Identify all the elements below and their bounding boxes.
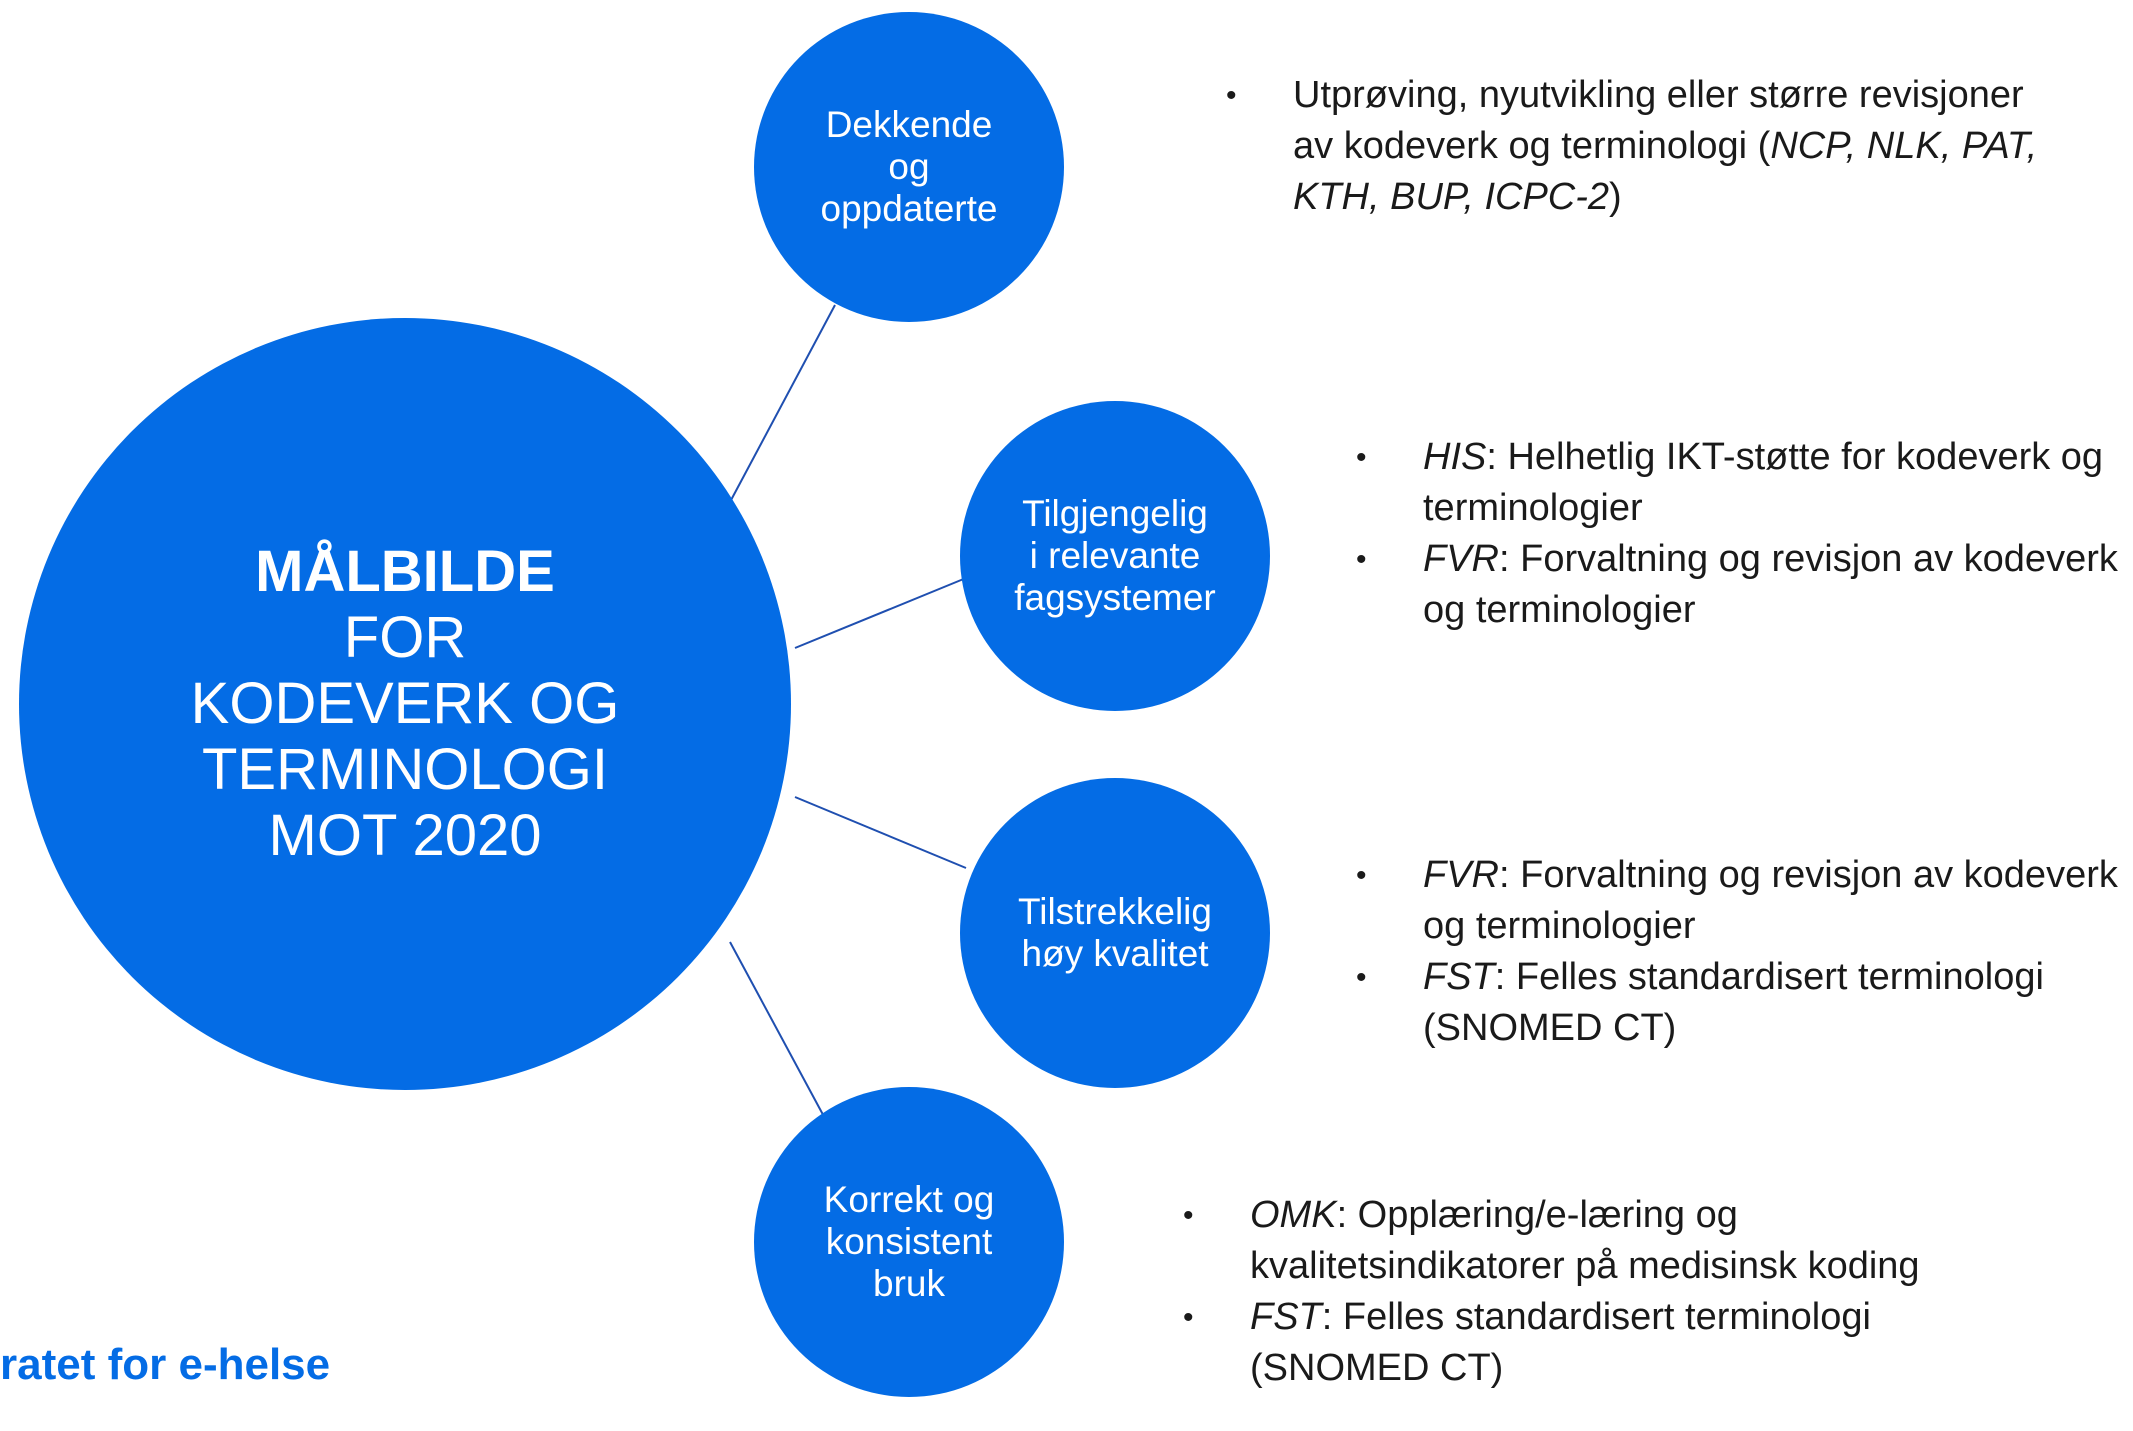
connector-line-2 xyxy=(794,577,967,649)
goal-line: Tilgjengelig xyxy=(1022,493,1208,534)
connector-line-4 xyxy=(729,941,836,1138)
bullet-text: : Opplæring/e-læring og kvalitetsindikat… xyxy=(1250,1194,1920,1287)
goal-line: oppdaterte xyxy=(820,188,998,229)
goal-line: Dekkende xyxy=(825,104,993,145)
bullet-item: • HIS: Helhetlig IKT-støtte for kodeverk… xyxy=(1356,432,2123,534)
goal-line: bruk xyxy=(873,1263,945,1304)
goal-line: i relevante xyxy=(1029,535,1201,576)
bullet-item: • FVR: Forvaltning og revisjon av kodeve… xyxy=(1356,850,2123,952)
goal-line: konsistent xyxy=(825,1221,993,1262)
center-line-3: KODEVERK OG xyxy=(190,671,620,736)
goal-circle-kvalitet: Tilstrekkelig høy kvalitet xyxy=(960,778,1270,1088)
bullet-text: : Felles standardisert terminologi (SNOM… xyxy=(1250,1296,1871,1389)
bullet-item: • FST: Felles standardisert terminologi … xyxy=(1183,1292,2010,1394)
bullet-dot: • xyxy=(1183,1199,1194,1232)
bullet-dot: • xyxy=(1183,1301,1194,1334)
goal-line: og xyxy=(888,146,930,187)
bullet-text: : Forvaltning og revisjon av kodeverk og… xyxy=(1423,538,2118,631)
bullet-text: : Forvaltning og revisjon av kodeverk og… xyxy=(1423,854,2118,947)
bullet-dot: • xyxy=(1356,543,1367,576)
bullet-code: OMK xyxy=(1250,1194,1337,1236)
goal-circle-bruk: Korrekt og konsistent bruk xyxy=(754,1087,1064,1397)
goal-circle-tilgjengelig: Tilgjengelig i relevante fagsystemer xyxy=(960,401,1270,711)
bullet-dot: • xyxy=(1226,79,1237,112)
center-line-2: FOR xyxy=(343,605,467,670)
bullet-text: : Felles standardisert terminologi (SNOM… xyxy=(1423,956,2044,1049)
bullet-list-bruk: • OMK: Opplæring/e-læring og kvalitetsin… xyxy=(1183,1190,2010,1394)
center-title: MÅLBILDE xyxy=(255,539,555,604)
goal-line: Tilstrekkelig xyxy=(1018,891,1212,932)
bullet-text: Utprøving, nyutvikling eller større revi… xyxy=(1293,74,2024,167)
bullet-list-kvalitet: • FVR: Forvaltning og revisjon av kodeve… xyxy=(1356,850,2123,1054)
center-line-5: MOT 2020 xyxy=(268,803,542,868)
connector-line-3 xyxy=(794,796,967,869)
bullet-code: FVR xyxy=(1423,854,1499,896)
bullet-code: HIS xyxy=(1423,436,1487,478)
bullet-dot: • xyxy=(1356,961,1367,994)
bullet-code: FST xyxy=(1423,956,1495,998)
bullet-text-end: ) xyxy=(1609,176,1622,218)
center-circle: MÅLBILDE FOR KODEVERK OG TERMINOLOGI MOT… xyxy=(19,318,791,1090)
bullet-item: • OMK: Opplæring/e-læring og kvalitetsin… xyxy=(1183,1190,2010,1292)
goal-line: høy kvalitet xyxy=(1021,933,1209,974)
bullet-list-dekkende: • Utprøving, nyutvikling eller større re… xyxy=(1226,70,2053,223)
bullet-item: • FVR: Forvaltning og revisjon av kodeve… xyxy=(1356,534,2123,636)
bullet-text: : Helhetlig IKT-støtte for kodeverk og t… xyxy=(1423,436,2104,529)
connector-line-1 xyxy=(729,304,836,503)
bullet-code: FST xyxy=(1250,1296,1322,1338)
bullet-list-tilgjengelig: • HIS: Helhetlig IKT-støtte for kodeverk… xyxy=(1356,432,2123,636)
bullet-item: • Utprøving, nyutvikling eller større re… xyxy=(1226,70,2053,223)
bullet-code: FVR xyxy=(1423,538,1499,580)
goal-circle-dekkende: Dekkende og oppdaterte xyxy=(754,12,1064,322)
bullet-item: • FST: Felles standardisert terminologi … xyxy=(1356,952,2123,1054)
center-line-4: TERMINOLOGI xyxy=(201,737,609,802)
bullet-codes: NCP, NLK, PAT, KTH, BUP, ICPC-2 xyxy=(1293,125,2038,218)
bullet-dot: • xyxy=(1356,441,1367,474)
goal-line: Korrekt og xyxy=(823,1179,995,1220)
goal-line: fagsystemer xyxy=(1014,577,1216,618)
organization-logo-text: ratet for e-helse xyxy=(0,1340,331,1389)
bullet-dot: • xyxy=(1356,859,1367,892)
